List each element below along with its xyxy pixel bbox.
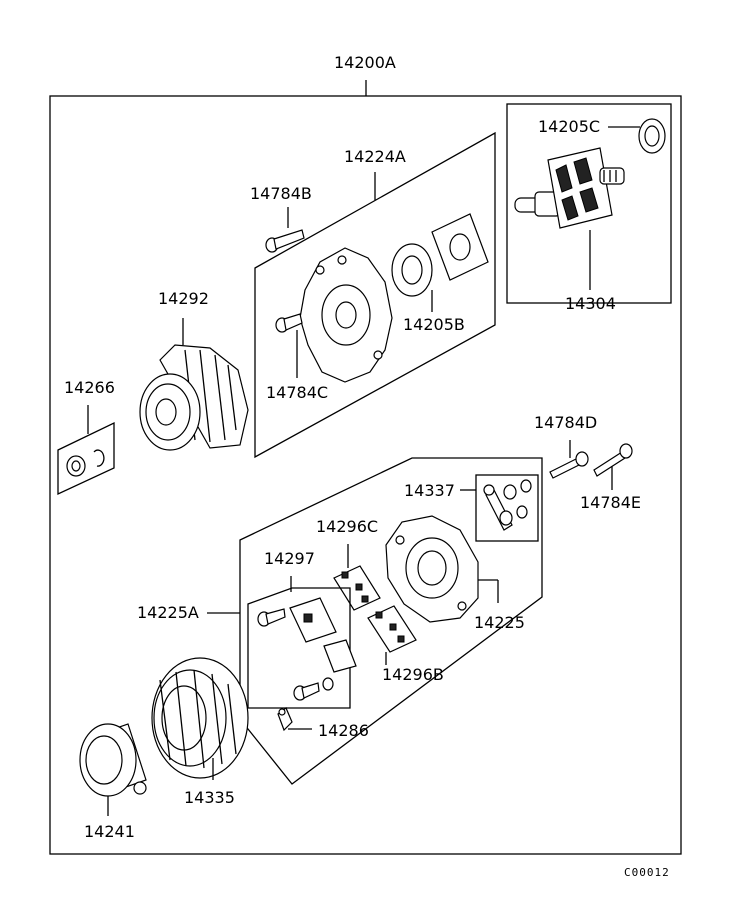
label-14784C[interactable]: 14784C: [266, 383, 328, 402]
label-14225[interactable]: 14225: [474, 613, 525, 632]
rotor-group-box: [506, 103, 672, 304]
label-14784B[interactable]: 14784B: [250, 184, 312, 203]
label-14292[interactable]: 14292: [158, 289, 209, 308]
label-14304[interactable]: 14304: [565, 294, 616, 313]
brush-holder-14296C[interactable]: [333, 565, 381, 611]
bolt-14784D[interactable]: [549, 451, 589, 479]
regulator-14297[interactable]: [257, 597, 357, 701]
front-housing-group-box: [254, 131, 496, 459]
label-14224A[interactable]: 14224A: [344, 147, 406, 166]
label-14297[interactable]: 14297: [264, 549, 315, 568]
label-14266[interactable]: 14266: [64, 378, 115, 397]
label-14205B[interactable]: 14205B: [403, 315, 465, 334]
nut-14266[interactable]: [66, 449, 105, 477]
bolt-14784C[interactable]: [275, 313, 303, 333]
label-14335[interactable]: 14335: [184, 788, 235, 807]
rear-housing-14225[interactable]: [385, 515, 479, 623]
image-code: C00012: [624, 866, 670, 879]
label-14241[interactable]: 14241: [84, 822, 135, 841]
label-14286[interactable]: 14286: [318, 721, 369, 740]
label-14337[interactable]: 14337: [404, 481, 455, 500]
spacer-14241[interactable]: [79, 723, 147, 797]
label-14784D[interactable]: 14784D: [534, 413, 597, 432]
bolt-14784B[interactable]: [265, 229, 305, 253]
clip-14286[interactable]: [277, 707, 293, 732]
nut-washer-box: [57, 421, 115, 496]
label-14225A[interactable]: 14225A: [137, 603, 199, 622]
bearing-14205C[interactable]: [638, 118, 666, 154]
label-14200A[interactable]: 14200A: [334, 53, 396, 72]
label-14296B[interactable]: 14296B: [382, 665, 444, 684]
terminal-set-box: [475, 474, 539, 542]
label-14205C[interactable]: 14205C: [538, 117, 600, 136]
retainer-plate[interactable]: [431, 213, 489, 281]
brush-holder-14296B[interactable]: [367, 605, 417, 653]
pulley-fan-14292[interactable]: [139, 344, 249, 451]
bolt-14784E[interactable]: [593, 443, 633, 477]
label-14296C[interactable]: 14296C: [316, 517, 378, 536]
label-14784E[interactable]: 14784E: [580, 493, 641, 512]
terminal-14337[interactable]: [483, 479, 532, 531]
rotor-14304[interactable]: [514, 147, 625, 229]
front-housing-14224A[interactable]: [299, 247, 393, 383]
stator-14335[interactable]: [151, 657, 249, 779]
bearing-14205B[interactable]: [391, 243, 433, 297]
regulator-group-box: [247, 587, 351, 709]
